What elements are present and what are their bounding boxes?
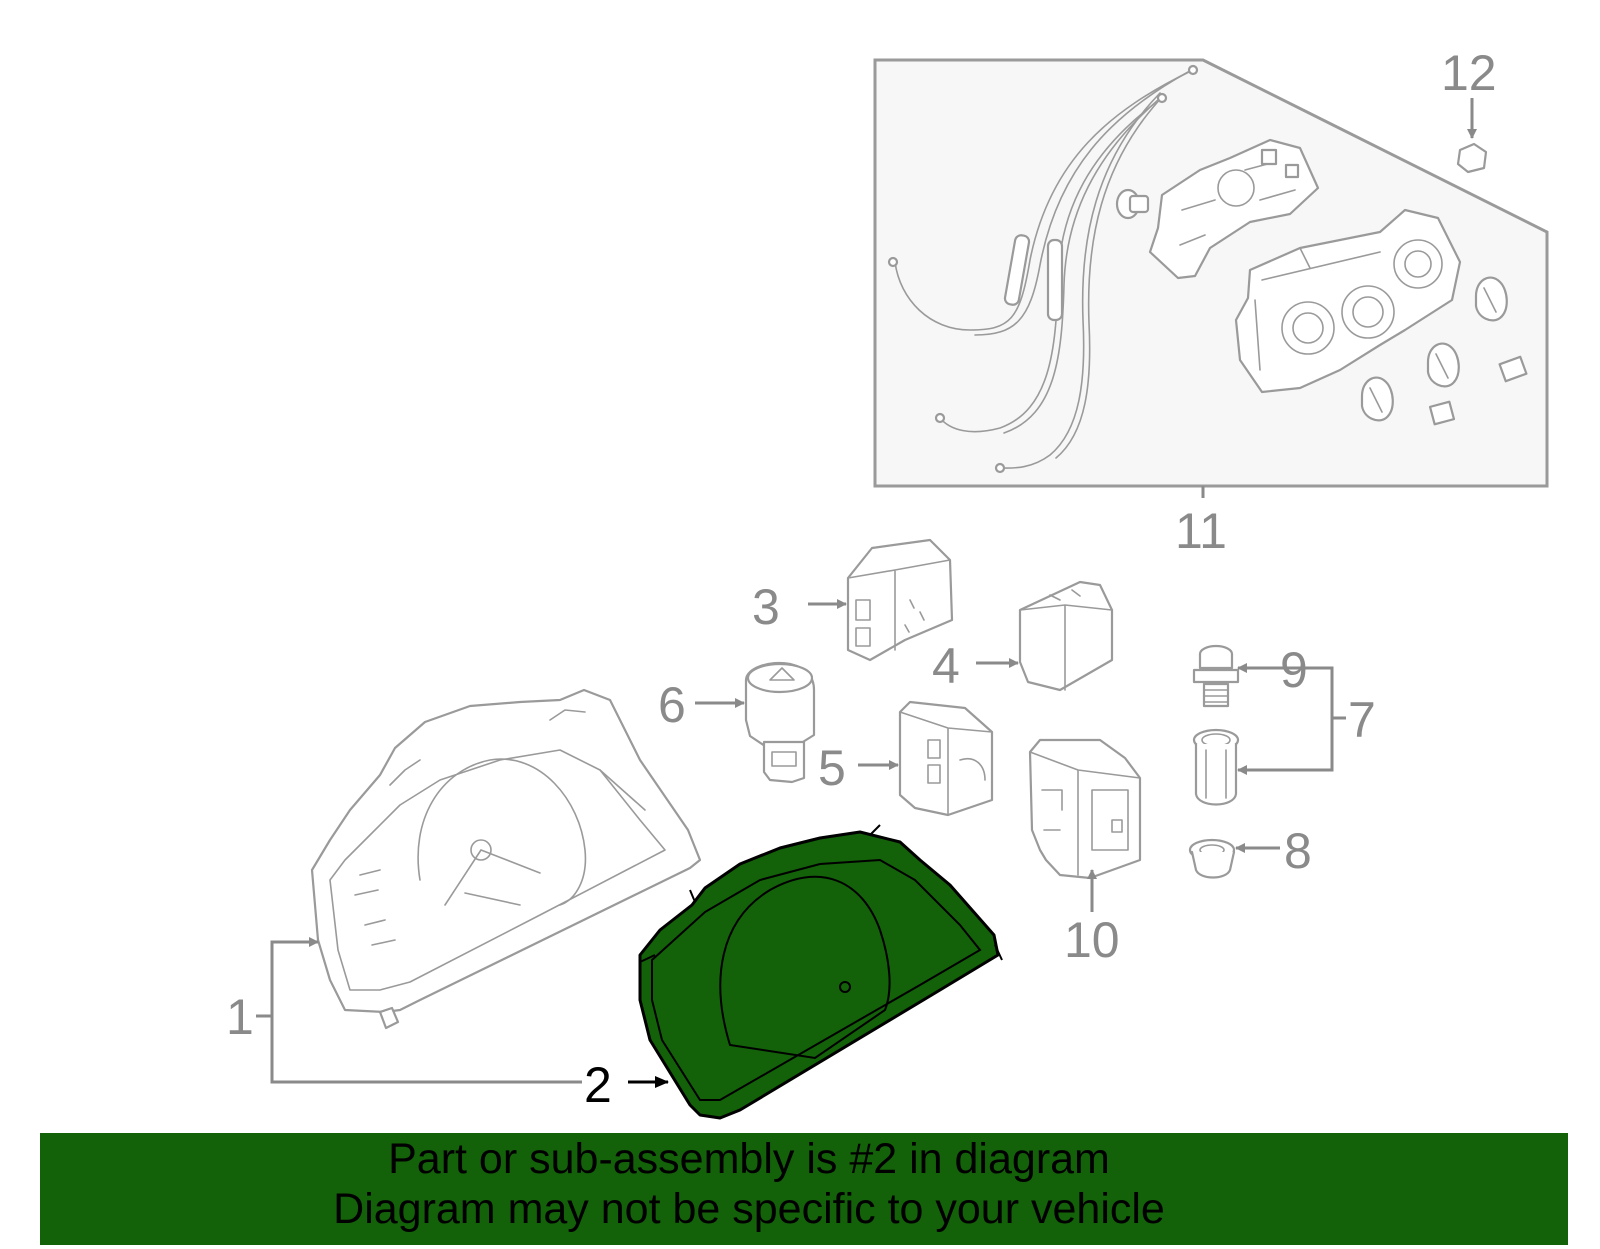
switch-part-3 [846,538,954,662]
callout-labels: 1 2 3 4 5 6 7 8 9 10 11 12 [226,45,1497,1113]
callout-5: 5 [818,740,846,796]
climate-control-inset [873,58,1549,488]
callout-9: 9 [1280,642,1308,698]
callout-11: 11 [1175,503,1227,559]
socket-part-9 [1192,644,1240,708]
callout-10: 10 [1064,912,1120,968]
switch-part-5 [898,700,994,817]
instrument-cluster-part-1 [310,688,702,1030]
callout-1: 1 [226,989,254,1045]
banner-line-disclaimer: Diagram may not be specific to your vehi… [333,1185,1165,1233]
ring-part-8 [1188,838,1236,879]
cap-part-12 [1456,98,1488,174]
knobs [1360,276,1508,422]
switch-part-10 [1028,738,1142,880]
callout-6: 6 [658,677,686,733]
leader-lines [256,486,1346,1088]
callout-12: 12 [1441,45,1497,101]
control-bracket [1148,138,1320,280]
control-cables [887,64,1199,474]
control-panel [1234,208,1462,394]
callout-8: 8 [1284,823,1312,879]
callout-3: 3 [752,579,780,635]
callout-2: 2 [584,1057,612,1113]
info-banner: Part or sub-assembly is #2 in diagram Di… [40,1133,1568,1245]
switch-part-4 [1018,580,1114,692]
hazard-switch-part-6 [744,661,816,784]
socket-housing-part-7 [1192,728,1240,806]
callout-7: 7 [1348,692,1376,748]
banner-line-part-number: Part or sub-assembly is #2 in diagram [388,1135,1110,1183]
callout-4: 4 [932,638,960,694]
plug-part [1115,188,1150,220]
cluster-cover-part-2 [638,824,1003,1120]
